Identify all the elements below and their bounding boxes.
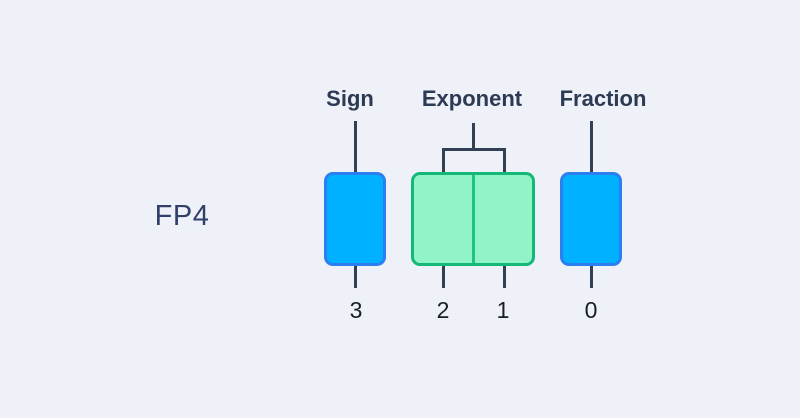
bit-index-2: 2 (436, 297, 450, 323)
exponent-bit-divider (471, 175, 475, 263)
field-label-exponent: Exponent (421, 86, 523, 111)
fraction-connector-line (589, 121, 593, 172)
bit-1-index-connector (502, 266, 506, 288)
bit-index-0: 0 (584, 297, 598, 323)
bit-box-2-exponent (414, 175, 472, 263)
exponent-bracket (442, 148, 506, 174)
bit-index-1: 1 (496, 297, 510, 323)
bit-2-index-connector (441, 266, 445, 288)
bit-box-1-exponent (475, 175, 533, 263)
field-label-fraction: Fraction (559, 86, 647, 111)
bit-box-0-fraction (560, 172, 622, 266)
bit-3-index-connector (353, 266, 357, 288)
sign-connector-line (353, 121, 357, 172)
format-label: FP4 (154, 200, 210, 232)
bit-0-index-connector (589, 266, 593, 288)
exponent-bracket-stem (471, 123, 475, 149)
field-label-sign: Sign (326, 86, 374, 111)
bit-index-3: 3 (349, 297, 363, 323)
bit-box-3-sign (324, 172, 386, 266)
exponent-bit-group (411, 172, 535, 266)
